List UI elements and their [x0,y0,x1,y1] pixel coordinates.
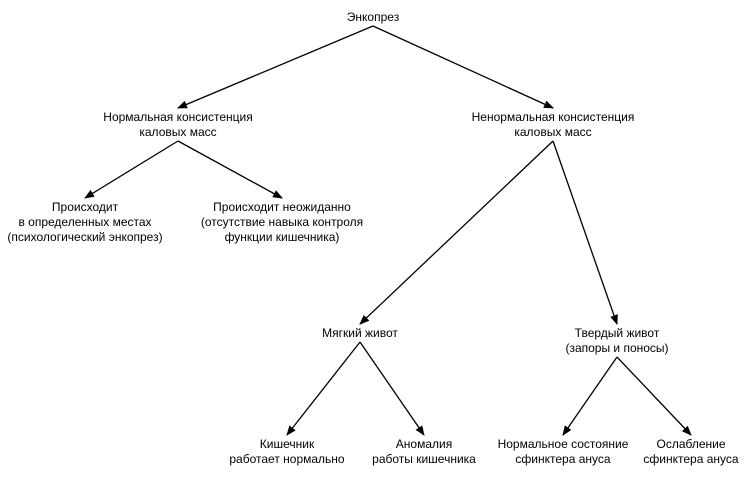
node-bowel-anomaly-line-2: работы кишечника [372,452,476,466]
edge-normal-to-specific_places [84,140,179,199]
node-abnormal-line-2: каловых масс [514,125,592,139]
edge-soft_belly-to-bowel_anomaly [359,341,425,436]
edge-abnormal-to-soft_belly [359,140,554,325]
node-soft-belly: Мягкий живот [322,326,398,341]
node-unexpected: Происходит неожиданно (отсутствие навыка… [201,200,363,245]
node-sphincter-weak: Ослабление сфинктера ануса [643,437,738,467]
node-root-line-1: Энкопрез [346,10,400,24]
node-bowel-normal-line-1: Кишечник [259,437,315,451]
node-unexpected-line-3: функции кишечника) [224,230,340,244]
edge-hard_belly-to-sphincter_normal [562,356,618,436]
node-bowel-anomaly-line-1: Аномалия [395,437,453,451]
node-abnormal-line-1: Ненормальная консистенция [471,110,635,124]
node-unexpected-line-1: Происходит неожиданно [213,200,351,214]
node-hard-belly: Твердый живот (запоры и поносы) [565,326,668,356]
edge-abnormal-to-hard_belly [552,140,618,325]
node-bowel-anomaly: Аномалия работы кишечника [372,437,476,467]
edge-soft_belly-to-bowel_normal [286,341,361,436]
node-sphincter-normal-line-1: Нормальное состояние [497,437,629,451]
edge-root-to-normal [177,25,374,109]
node-specific-places-line-3: (психологический энкопрез) [7,230,163,244]
node-sphincter-normal: Нормальное состояние сфинктера ануса [498,437,629,467]
node-root: Энкопрез [347,10,399,25]
node-specific-places: Происходит в определенных местах (психол… [7,200,162,245]
node-abnormal: Ненормальная консистенция каловых масс [472,110,635,140]
node-bowel-normal: Кишечник работает нормально [229,437,344,467]
edge-normal-to-unexpected [177,140,283,199]
edge-root-to-abnormal [372,25,554,109]
node-sphincter-weak-line-2: сфинктера ануса [643,452,739,466]
node-normal-line-1: Нормальная консистенция [103,110,253,124]
node-sphincter-normal-line-2: сфинктера ануса [515,452,611,466]
node-hard-belly-line-1: Твердый живот [574,326,660,340]
node-unexpected-line-2: (отсутствие навыка контроля [200,215,364,229]
node-normal-line-2: каловых масс [139,125,217,139]
node-bowel-normal-line-2: работает нормально [229,452,345,466]
node-specific-places-line-1: Происходит [51,200,119,214]
node-soft-belly-line-1: Мягкий живот [322,326,398,340]
edges-layer [84,25,692,436]
node-specific-places-line-2: в определенных местах [18,215,152,229]
node-hard-belly-line-2: (запоры и поносы) [565,341,669,355]
edge-hard_belly-to-sphincter_weak [616,356,692,436]
node-normal: Нормальная консистенция каловых масс [103,110,252,140]
node-sphincter-weak-line-1: Ослабление [656,437,726,451]
